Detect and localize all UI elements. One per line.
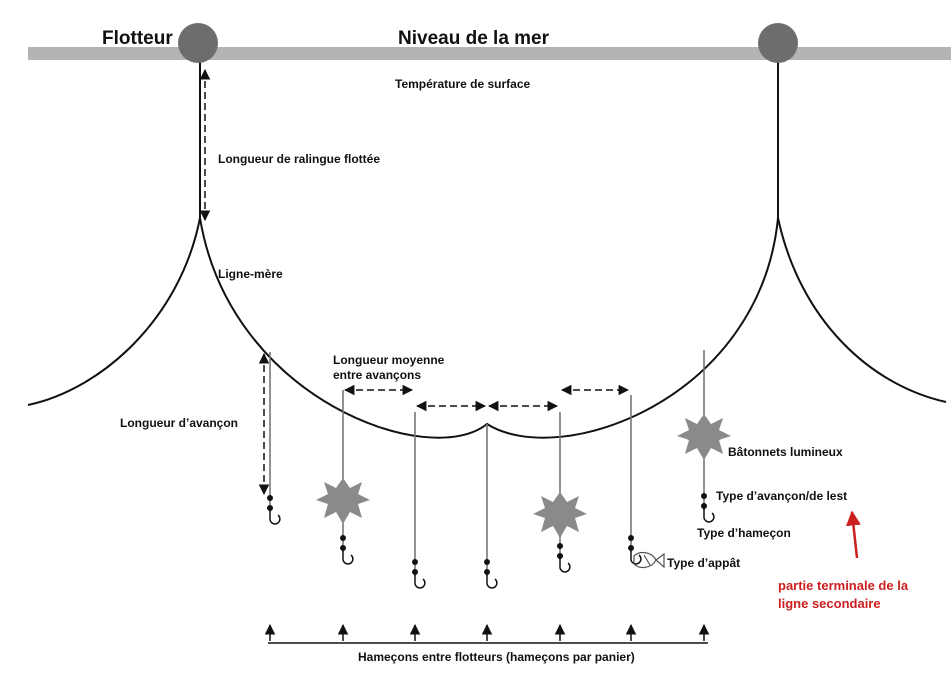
terminal-part-annotation-line1: partie terminale de la — [778, 578, 909, 593]
main-line — [199, 217, 779, 439]
main-line-left-outer — [27, 217, 201, 406]
bait-type-label: Type d’appât — [667, 556, 740, 570]
hook-icon — [342, 551, 354, 565]
bait-fish-icon — [633, 551, 665, 569]
branch-lines — [269, 350, 705, 576]
sea-surface-bar — [28, 47, 951, 60]
hook-icon — [414, 575, 426, 589]
float-line-length-label: Longueur de ralingue flottée — [218, 152, 380, 166]
sea-level-label: Niveau de la mer — [398, 28, 550, 49]
light-stick-icon — [677, 414, 731, 460]
hook-icon — [703, 509, 715, 523]
hooks-between-floats-arrows — [264, 623, 710, 641]
float-label: Flotteur — [102, 28, 173, 49]
hooks-between-floats-label: Hameçons entre flotteurs (hameçons par p… — [358, 650, 635, 664]
hooks — [269, 509, 715, 589]
branch-weight-type-label: Type d’avançon/de lest — [716, 489, 847, 503]
hook-icon — [486, 575, 498, 589]
avg-spacing-label-line2: entre avançons — [333, 368, 421, 382]
terminal-part-annotation-line2: ligne secondaire — [778, 596, 881, 611]
avg-spacing-label-line1: Longueur moyenne — [333, 353, 445, 367]
weights — [267, 493, 707, 575]
main-line-label: Ligne-mère — [218, 267, 283, 281]
float-icon — [758, 23, 798, 63]
float-icon — [178, 23, 218, 63]
main-line-right-outer — [777, 217, 947, 403]
hook-type-label: Type d’hameçon — [697, 526, 791, 540]
light-sticks-label: Bâtonnets lumineux — [728, 445, 843, 459]
hook-icon — [630, 551, 642, 565]
surface-temperature-label: Température de surface — [395, 77, 530, 91]
light-stick-icon — [533, 492, 587, 538]
light-stick-icon — [316, 478, 370, 524]
hook-icon — [269, 511, 281, 525]
branch-line-length-label: Longueur d’avançon — [120, 416, 238, 430]
red-annotation-arrow — [846, 510, 861, 559]
hook-icon — [559, 559, 571, 573]
